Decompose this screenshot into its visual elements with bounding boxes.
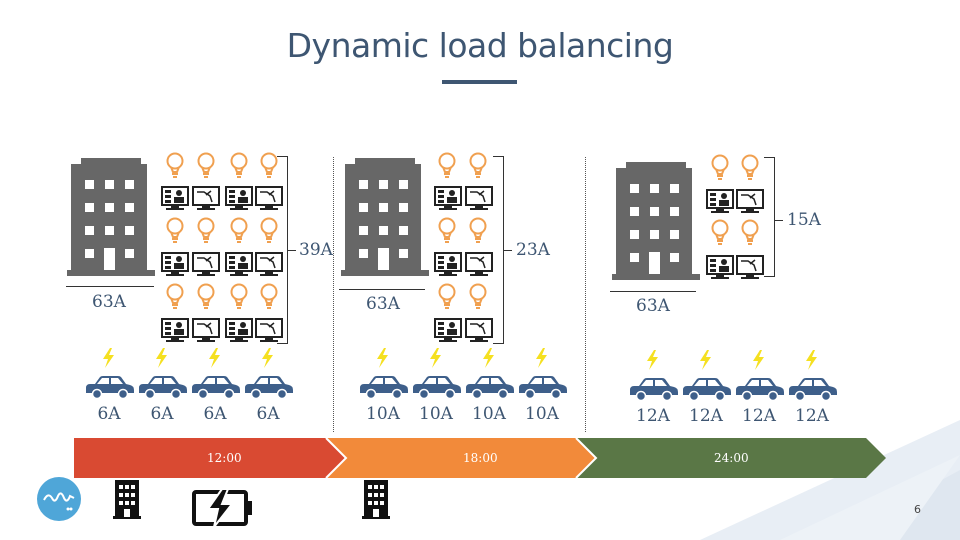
divider-1 (333, 157, 334, 432)
car-current-label: 6A (150, 404, 174, 424)
timeline-segment-3 (576, 438, 886, 478)
load-bracket (493, 156, 504, 344)
bracket-tick (288, 250, 296, 251)
building-capacity-label: 63A (636, 296, 670, 316)
building-capacity-label: 63A (366, 294, 400, 314)
car-current-label: 10A (472, 404, 506, 424)
car-current-label: 12A (636, 406, 670, 426)
building-base-line (339, 289, 425, 290)
car-current-label: 6A (203, 404, 227, 424)
car-current-label: 10A (366, 404, 400, 424)
timeline-label: 12:00 (207, 451, 242, 465)
page-title: Dynamic load balancing (286, 26, 674, 65)
logo (37, 477, 81, 521)
title-underline (442, 80, 517, 84)
building-icon (113, 480, 141, 519)
building-load-label: 15A (787, 210, 821, 230)
car-current-label: 10A (525, 404, 559, 424)
car-current-label: 10A (419, 404, 453, 424)
timeline-segment-1 (74, 438, 346, 478)
car-current-label: 12A (742, 406, 776, 426)
timeline-label: 18:00 (463, 451, 498, 465)
building-base-line (66, 286, 154, 287)
load-bracket (764, 157, 775, 277)
bracket-tick (504, 250, 512, 251)
timeline-segment-2 (326, 438, 596, 478)
building-capacity-label: 63A (92, 292, 126, 312)
car-current-label: 12A (689, 406, 723, 426)
building-base-line (610, 291, 696, 292)
page-number: 6 (914, 503, 921, 516)
car-current-label: 12A (795, 406, 829, 426)
car-current-label: 6A (256, 404, 280, 424)
timeline-label: 24:00 (714, 451, 749, 465)
building-icon (362, 480, 390, 519)
building-load-label: 23A (516, 240, 550, 260)
car-current-label: 6A (97, 404, 121, 424)
bracket-tick (775, 220, 783, 221)
battery-charging-icon (192, 488, 252, 528)
building-load-label: 39A (299, 240, 333, 260)
load-bracket (277, 156, 288, 344)
divider-2 (585, 157, 586, 432)
